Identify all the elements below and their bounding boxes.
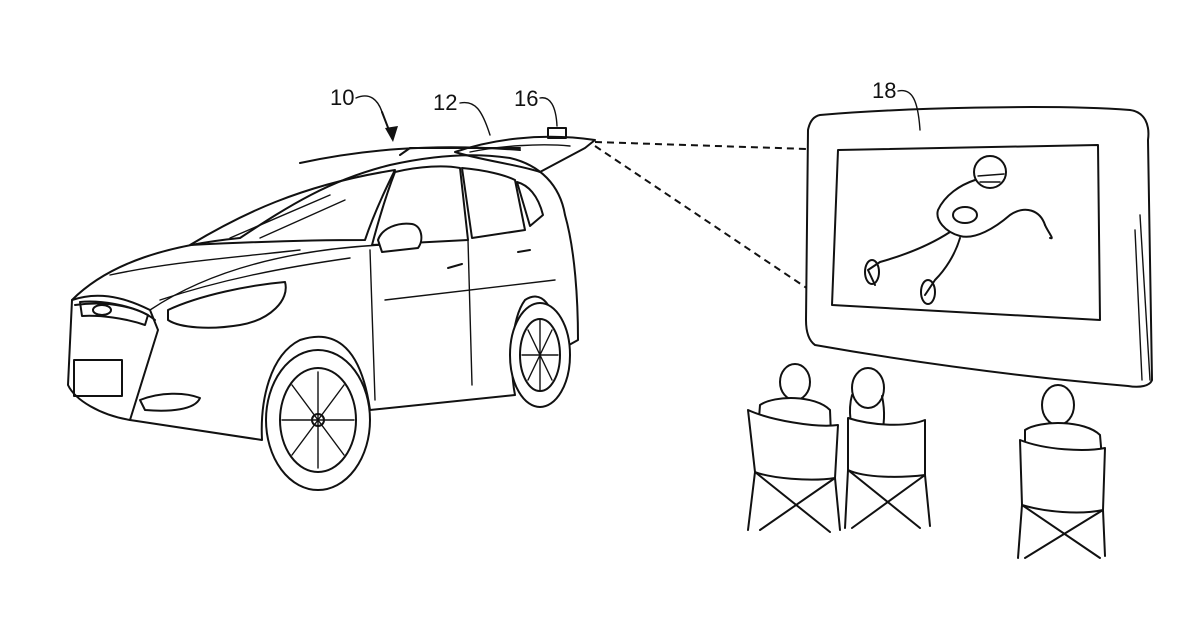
audience (747, 363, 1106, 559)
liftgate (454, 127, 596, 173)
football-player-image (864, 155, 1053, 305)
ref-numeral-liftgate: 12 (433, 90, 457, 115)
ref-numeral-screen: 18 (872, 78, 896, 103)
vehicle-suv (67, 146, 579, 491)
reference-numerals: 10 12 16 18 (330, 78, 921, 142)
viewer-right (1017, 384, 1106, 559)
viewer-left (747, 363, 841, 533)
ref-numeral-vehicle: 10 (330, 85, 354, 110)
projection-lines (594, 141, 839, 306)
screen-image-area (831, 144, 1101, 321)
ref-numeral-projector: 16 (514, 86, 538, 111)
inflatable-screen (805, 106, 1153, 388)
projector-device (547, 127, 567, 139)
viewer-middle (844, 367, 931, 529)
vehicle-arrowhead (385, 126, 398, 142)
